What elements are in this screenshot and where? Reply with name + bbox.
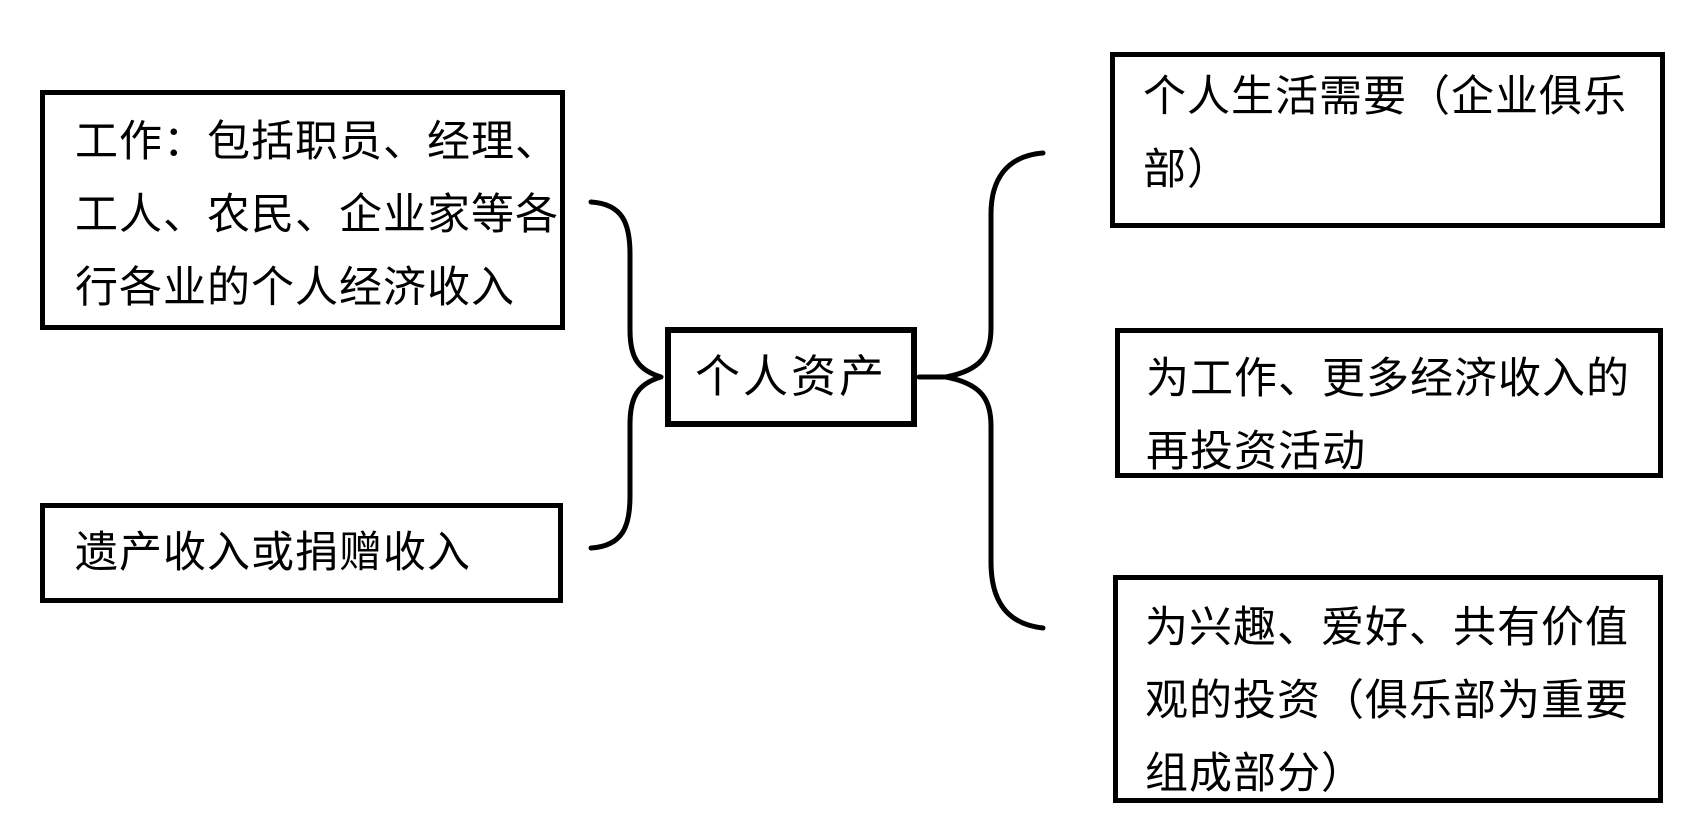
text-line: 再投资活动: [1146, 429, 1366, 476]
text-line: 部）: [1143, 147, 1231, 194]
text-line: 行各业的个人经济收入: [75, 265, 515, 312]
text-line: 个人资产: [694, 351, 887, 402]
box-reinvestment-text: 为工作、更多经济收入的 再投资活动: [1120, 333, 1658, 476]
box-personal-assets: 个人资产: [665, 327, 917, 427]
text-line: 为兴趣、爱好、共有价值: [1145, 605, 1629, 652]
box-work-income: 工作：包括职员、经理、 工人、农民、企业家等各 行各业的个人经济收入: [40, 90, 565, 330]
text-line: 个人生活需要（企业俱乐: [1143, 74, 1627, 121]
box-inheritance-income: 遗产收入或捐赠收入: [40, 503, 563, 603]
left-brace-icon: [588, 199, 664, 551]
box-personal-life-needs-text: 个人生活需要（企业俱乐 部）: [1115, 57, 1660, 223]
box-reinvestment: 为工作、更多经济收入的 再投资活动: [1115, 328, 1663, 478]
text-line: 为工作、更多经济收入的: [1146, 356, 1630, 403]
right-brace-icon: [943, 150, 1046, 631]
text-line: 组成部分）: [1145, 751, 1365, 798]
text-line: 工人、农民、企业家等各: [75, 192, 559, 239]
box-interest-investment: 为兴趣、爱好、共有价值 观的投资（俱乐部为重要 组成部分）: [1113, 575, 1663, 803]
box-inheritance-income-text: 遗产收入或捐赠收入: [45, 508, 558, 598]
text-line: 工作：包括职员、经理、: [75, 119, 559, 166]
box-work-income-text: 工作：包括职员、经理、 工人、农民、企业家等各 行各业的个人经济收入: [45, 95, 560, 325]
box-personal-assets-text: 个人资产: [671, 333, 911, 421]
box-personal-life-needs: 个人生活需要（企业俱乐 部）: [1110, 52, 1665, 228]
box-interest-investment-text: 为兴趣、爱好、共有价值 观的投资（俱乐部为重要 组成部分）: [1118, 580, 1658, 798]
text-line: 观的投资（俱乐部为重要: [1145, 678, 1629, 725]
text-line: 遗产收入或捐赠收入: [75, 529, 471, 577]
